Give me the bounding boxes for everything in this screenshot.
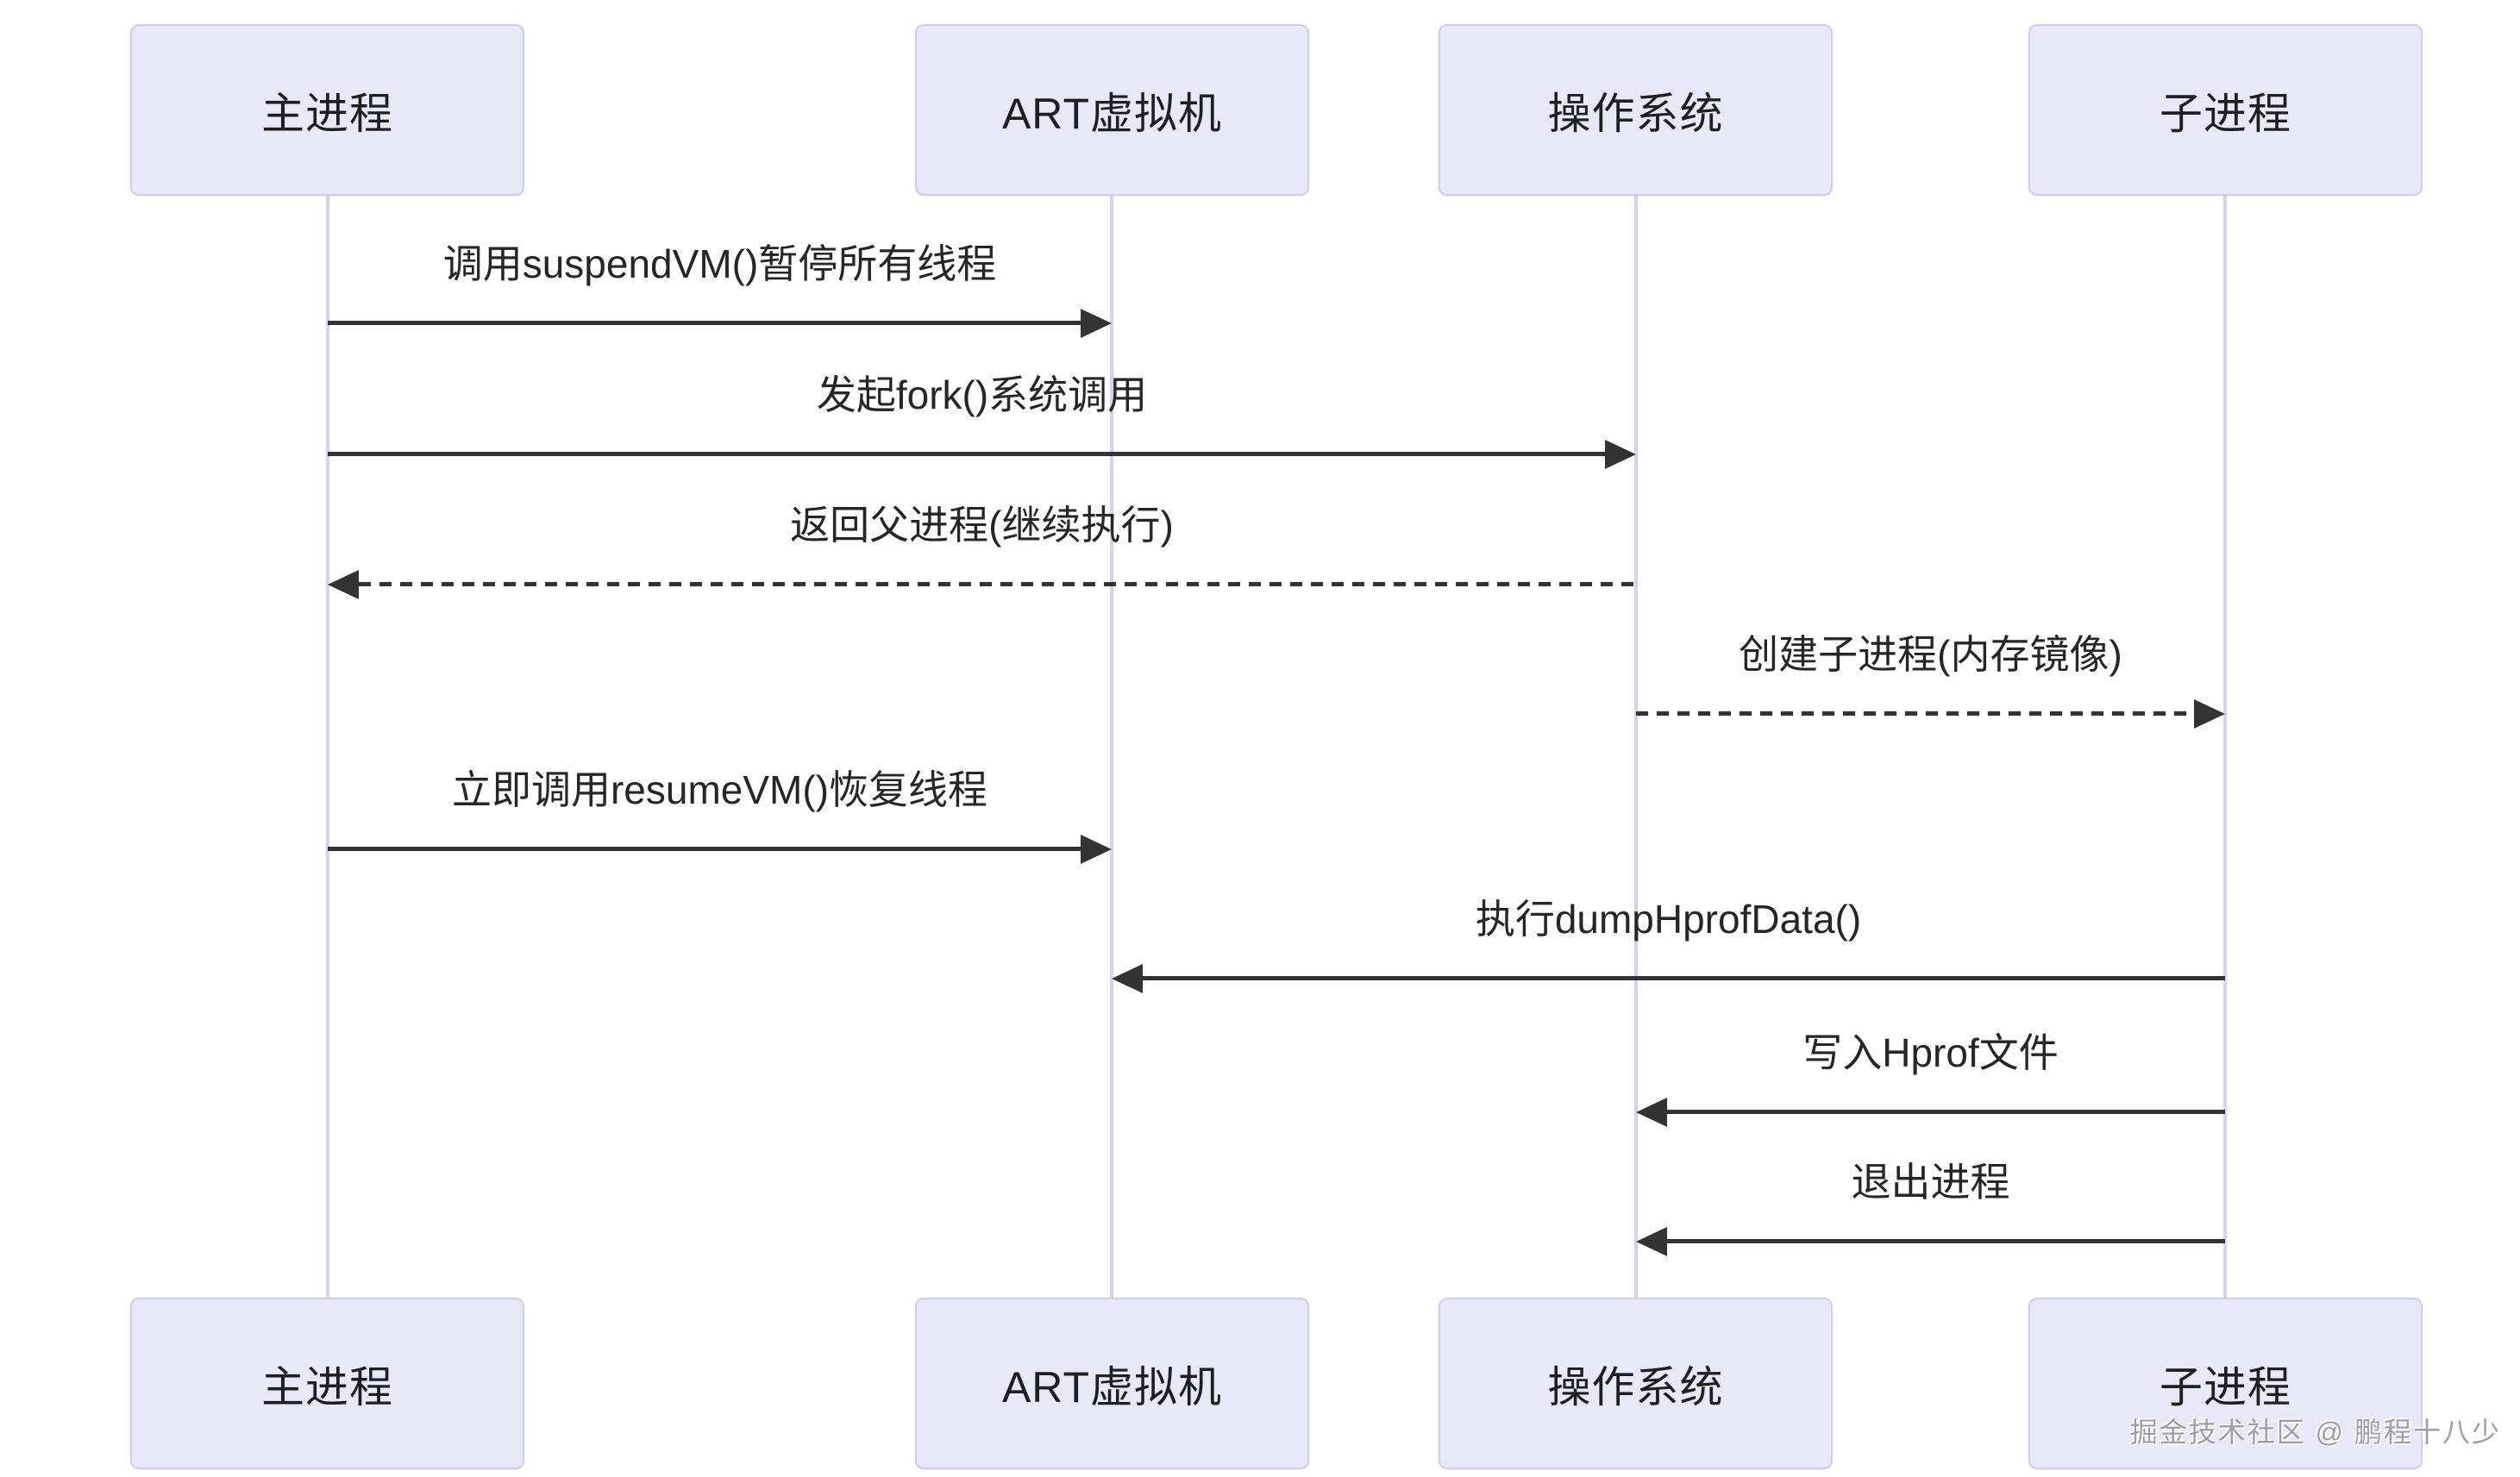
actor-label: 主进程	[261, 89, 393, 138]
arrowhead-left-icon	[1112, 964, 1143, 993]
arrowhead-left-icon	[1636, 1098, 1667, 1127]
actor-label: ART虚拟机	[1001, 89, 1223, 138]
arrowhead-left-icon	[1636, 1227, 1667, 1256]
message-label-8: 退出进程	[1851, 1160, 2010, 1205]
message-line-6	[1143, 976, 2225, 980]
lifeline-os	[1634, 196, 1638, 1298]
actor-top-os: 操作系统	[1439, 24, 1833, 196]
message-line-8	[1667, 1239, 2225, 1243]
actor-label: 操作系统	[1547, 89, 1724, 138]
actor-label: 子进程	[2160, 89, 2291, 138]
arrowhead-left-icon	[328, 570, 359, 599]
message-line-5	[328, 847, 1086, 851]
arrowhead-right-icon	[1605, 440, 1636, 469]
actor-label: ART虚拟机	[1001, 1362, 1223, 1411]
actor-label: 主进程	[261, 1362, 393, 1411]
actor-top-child-process: 子进程	[2028, 24, 2423, 196]
actor-bottom-child-process: 子进程	[2028, 1298, 2423, 1469]
message-line-2	[328, 452, 1610, 456]
message-line-7	[1667, 1110, 2225, 1114]
message-label-7: 写入Hprof文件	[1802, 1030, 2059, 1075]
lifeline-main-process	[326, 196, 329, 1298]
message-label-2: 发起fork()系统调用	[816, 372, 1148, 417]
actor-bottom-main-process: 主进程	[130, 1298, 524, 1469]
actor-bottom-art-vm: ART虚拟机	[915, 1298, 1309, 1469]
actor-bottom-os: 操作系统	[1439, 1298, 1833, 1469]
arrowhead-right-icon	[1081, 309, 1112, 338]
actor-top-main-process: 主进程	[130, 24, 524, 196]
message-label-6: 执行dumpHprofData()	[1475, 897, 1862, 942]
actor-label: 操作系统	[1547, 1362, 1724, 1411]
actor-label: 子进程	[2160, 1362, 2291, 1411]
message-line-3	[359, 582, 1636, 586]
message-line-4	[1636, 711, 2194, 716]
arrowhead-right-icon	[1081, 835, 1112, 864]
lifeline-art-vm	[1110, 196, 1113, 1298]
arrowhead-right-icon	[2194, 699, 2225, 729]
message-label-1: 调用suspendVM()暂停所有线程	[442, 241, 997, 286]
message-label-4: 创建子进程(内存镜像)	[1739, 632, 2122, 677]
lifeline-child-process	[2223, 196, 2227, 1298]
message-label-5: 立即调用resumeVM()恢复线程	[451, 767, 988, 812]
message-line-1	[328, 321, 1086, 325]
actor-top-art-vm: ART虚拟机	[915, 24, 1309, 196]
message-label-3: 返回父进程(继续执行)	[790, 503, 1174, 548]
watermark: 掘金技术社区 @ 鹏程十八少	[2129, 1417, 2501, 1448]
